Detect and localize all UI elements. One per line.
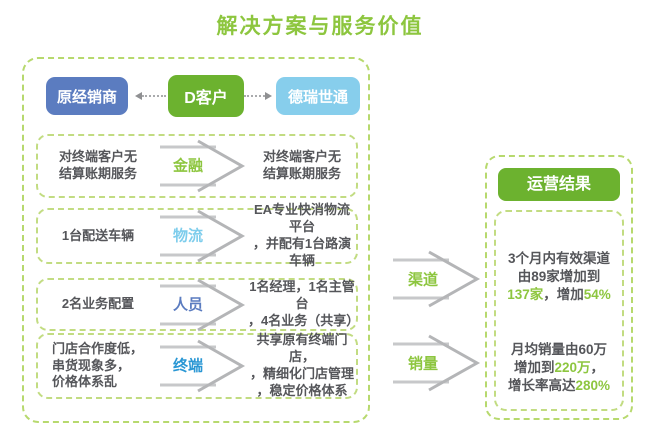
connector-label: 渠道 xyxy=(407,271,438,289)
results-box: 3个月内有效渠道 由89家增加到 137家，增加54% 月均销量由60万 增加到… xyxy=(494,210,624,411)
company-box: 德瑞世通 xyxy=(276,77,360,115)
flow-arrow-icon xyxy=(160,339,246,393)
dotted-arrow-right-icon xyxy=(244,92,276,100)
category-label: 物流 xyxy=(172,227,203,245)
dotted-arrow-left-icon xyxy=(128,92,168,100)
row-right-text: EA专业快消物流平台 ，并配有1台路演车辆 xyxy=(252,202,352,268)
row-right-text: 对终端客户无 结算账期服务 xyxy=(262,149,341,181)
highlight-value: 137家 xyxy=(507,287,544,303)
solution-row-terminal: 门店合作度低， 串货现象多， 价格体系乱 终端 共享原有终端门店， ，精细化门店… xyxy=(36,332,358,399)
highlight-value: 280% xyxy=(575,378,611,394)
category-label: 人员 xyxy=(172,295,203,313)
category-label: 终端 xyxy=(172,357,203,375)
customer-box: D客户 xyxy=(168,75,244,117)
category-arrow-logistics: 物流 xyxy=(158,209,248,263)
flow-arrow-icon xyxy=(160,139,246,193)
connector-channel: 渠道 xyxy=(393,250,481,308)
connector-label: 销量 xyxy=(407,355,438,373)
flow-row: 原经销商 D客户 德瑞世通 xyxy=(38,75,368,117)
row-left-text: 门店合作度低， 串货现象多， 价格体系乱 xyxy=(52,340,144,390)
page-title: 解决方案与服务价值 xyxy=(216,15,424,38)
row-left-text: 对终端客户无 结算账期服务 xyxy=(58,149,137,181)
row-left-text: 1台配送车辆 xyxy=(61,227,135,243)
row-right-text: 1名经理，1名主管台 ，4名业务（共享） xyxy=(248,279,360,328)
solution-row-finance: 对终端客户无 结算账期服务 金融 对终端客户无 结算账期服务 xyxy=(36,134,358,198)
flow-arrow-icon xyxy=(393,334,481,392)
solution-row-logistics: 1台配送车辆 物流 EA专业快消物流平台 ，并配有1台路演车辆 xyxy=(36,202,358,268)
solution-row-personnel: 2名业务配置 人员 1名经理，1名主管台 ，4名业务（共享） xyxy=(36,278,360,331)
row-left-text: 2名业务配置 xyxy=(61,296,135,312)
connector-sales: 销量 xyxy=(393,334,481,392)
flow-arrow-icon xyxy=(393,250,481,308)
highlight-value: 220万 xyxy=(554,359,591,375)
flow-arrow-icon xyxy=(160,278,246,331)
category-label: 金融 xyxy=(172,157,203,175)
result-item-channel: 3个月内有效渠道 由89家增加到 137家，增加54% xyxy=(507,251,611,303)
results-panel: 运营结果 3个月内有效渠道 由89家增加到 137家，增加54% 月均销量由60… xyxy=(485,155,633,420)
dealer-box: 原经销商 xyxy=(46,77,128,115)
solution-panel: 原经销商 D客户 德瑞世通 对终端客户无 结算账期服务 金融 对终端客户无 结算… xyxy=(22,57,370,423)
category-arrow-finance: 金融 xyxy=(158,136,248,196)
result-item-sales: 月均销量由60万 增加到220万， 增长率高达280% xyxy=(507,341,611,394)
category-arrow-terminal: 终端 xyxy=(158,335,248,397)
highlight-value: 54% xyxy=(583,287,611,303)
flow-arrow-icon xyxy=(160,209,246,263)
results-header: 运营结果 xyxy=(498,168,620,201)
category-arrow-personnel: 人员 xyxy=(158,278,248,331)
row-right-text: 共享原有终端门店， ，精细化门店管理 ，稳定价格体系 xyxy=(249,332,354,398)
